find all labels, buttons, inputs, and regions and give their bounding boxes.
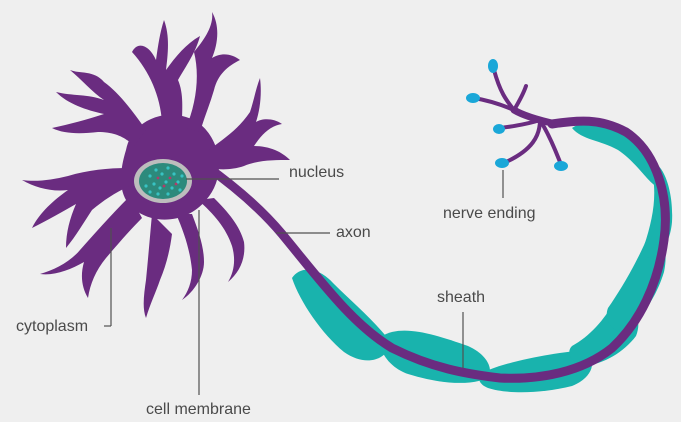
myelin-sheath — [292, 121, 672, 392]
sheath-segment-1 — [292, 270, 392, 361]
label-sheath: sheath — [437, 290, 485, 306]
nucleus — [134, 159, 192, 203]
label-nucleus: nucleus — [289, 165, 344, 181]
dendrite-bottom-right — [176, 214, 204, 300]
nerve-ending-branches — [474, 70, 560, 162]
nucleus-core — [139, 163, 187, 199]
terminal-1 — [488, 59, 498, 73]
label-axon: axon — [336, 225, 371, 241]
dendrite-right — [206, 78, 290, 169]
label-cell-membrane: cell membrane — [146, 402, 251, 418]
dendrite-upper-left — [52, 70, 146, 146]
terminal-3 — [493, 124, 505, 134]
dendrite-lower-right — [198, 198, 244, 282]
terminal-4 — [495, 158, 509, 168]
dendrite-top — [132, 20, 200, 124]
dendrite-top-right — [186, 12, 240, 132]
label-nerve-ending: nerve ending — [443, 206, 536, 222]
label-cytoplasm: cytoplasm — [16, 319, 88, 335]
terminal-2 — [466, 93, 480, 103]
dendrite-bottom — [144, 214, 172, 318]
terminal-5 — [554, 161, 568, 171]
